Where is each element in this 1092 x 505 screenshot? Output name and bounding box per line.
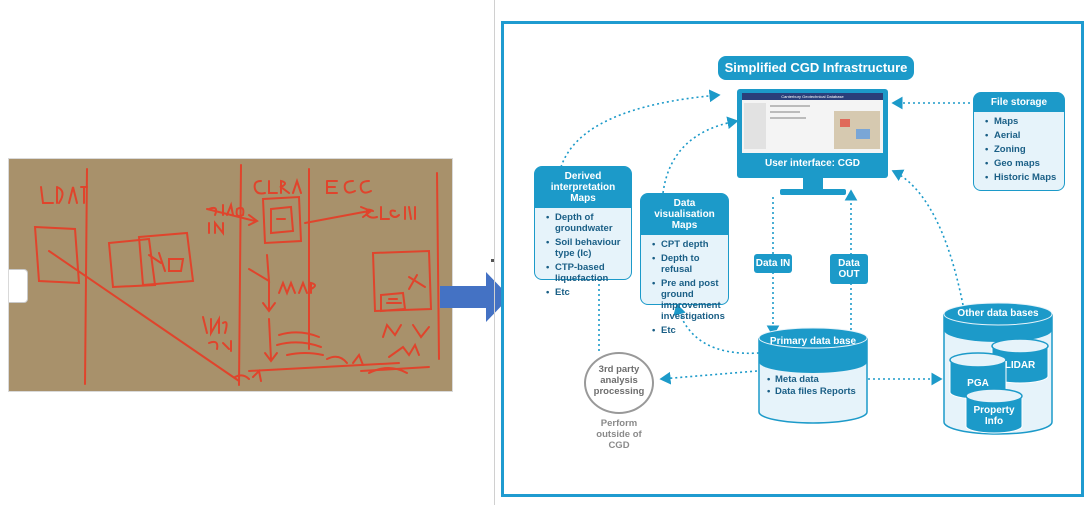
diagram-connectors xyxy=(560,89,970,386)
screen-line xyxy=(770,111,800,113)
monitor-icon: Canterbury Geotechnical Database User in… xyxy=(737,89,888,178)
screen-line xyxy=(770,105,810,107)
list-item: Etc xyxy=(546,287,631,298)
list-item: Etc xyxy=(652,325,728,336)
list-item: Depth of groundwater xyxy=(546,212,631,234)
data-out-tag: Data OUT xyxy=(830,254,868,284)
property-info-label: Property Info xyxy=(973,405,1015,427)
map-patch xyxy=(856,129,870,139)
list-item: Geo maps xyxy=(985,158,1064,169)
list-item: CTP-based liquefaction xyxy=(546,262,631,284)
derived-maps-title: Derived interpretation Maps xyxy=(535,167,631,208)
vertical-divider xyxy=(494,0,495,505)
third-party-circle xyxy=(584,352,654,414)
list-item: Zoning xyxy=(985,144,1064,155)
list-item-text: Data files Reports xyxy=(775,386,856,397)
file-storage-title: File storage xyxy=(974,93,1064,112)
screen-sidebar xyxy=(744,103,766,149)
other-databases-icon xyxy=(943,302,1053,435)
file-storage-list: Maps Aerial Zoning Geo maps Historic Map… xyxy=(974,116,1064,183)
visualisation-maps-box: Data visualisation Maps CPT depth Depth … xyxy=(640,193,729,336)
third-party-label: 3rd party analysis processing xyxy=(593,364,645,397)
primary-database-icon xyxy=(758,327,868,424)
list-item: Maps xyxy=(985,116,1064,127)
screen-preview: Canterbury Geotechnical Database xyxy=(742,93,883,153)
visualisation-maps-list: CPT depth Depth to refusal Pre and post … xyxy=(641,239,728,336)
list-item: •Meta data xyxy=(767,374,819,385)
list-item: CPT depth xyxy=(652,239,728,250)
screen-map xyxy=(834,111,880,149)
visualisation-maps-title: Data visualisation Maps xyxy=(641,194,728,235)
third-party-note: Perform outside of CGD xyxy=(596,418,642,451)
list-item: Aerial xyxy=(985,130,1064,141)
list-item: •Data files Reports xyxy=(767,386,856,397)
sketch-drawing xyxy=(33,164,440,386)
list-item-text: Meta data xyxy=(775,374,819,385)
sketch-tab-cutout xyxy=(9,269,28,303)
monitor-stand xyxy=(780,189,846,195)
primary-db-list: •Meta data •Data files Reports xyxy=(763,374,867,398)
arrow-right-icon xyxy=(440,272,510,322)
data-in-tag: Data IN xyxy=(754,254,792,273)
list-item: Historic Maps xyxy=(985,172,1064,183)
list-item: Soil behaviour type (Ic) xyxy=(546,237,631,259)
primary-db-title: Primary data base xyxy=(769,336,857,347)
file-storage-box: File storage Maps Aerial Zoning Geo maps… xyxy=(973,92,1065,191)
screen-header: Canterbury Geotechnical Database xyxy=(742,93,883,100)
list-item: Pre and post ground improvement investig… xyxy=(652,278,728,322)
lidar-label: LIDAR xyxy=(1004,360,1036,371)
monitor-neck xyxy=(803,178,823,190)
list-item: Depth to refusal xyxy=(652,253,728,275)
derived-maps-box: Derived interpretation Maps Depth of gro… xyxy=(534,166,632,298)
ui-label: User interface: CGD xyxy=(764,158,861,169)
map-patch xyxy=(840,119,850,127)
diagram-title: Simplified CGD Infrastructure xyxy=(718,56,914,80)
derived-maps-list: Depth of groundwater Soil behaviour type… xyxy=(535,212,631,298)
pga-label: PGA xyxy=(967,378,989,389)
other-db-title: Other data bases xyxy=(957,308,1039,319)
stray-dot xyxy=(491,259,494,262)
hand-sketch-photo xyxy=(8,158,453,392)
screen-line xyxy=(770,117,806,119)
